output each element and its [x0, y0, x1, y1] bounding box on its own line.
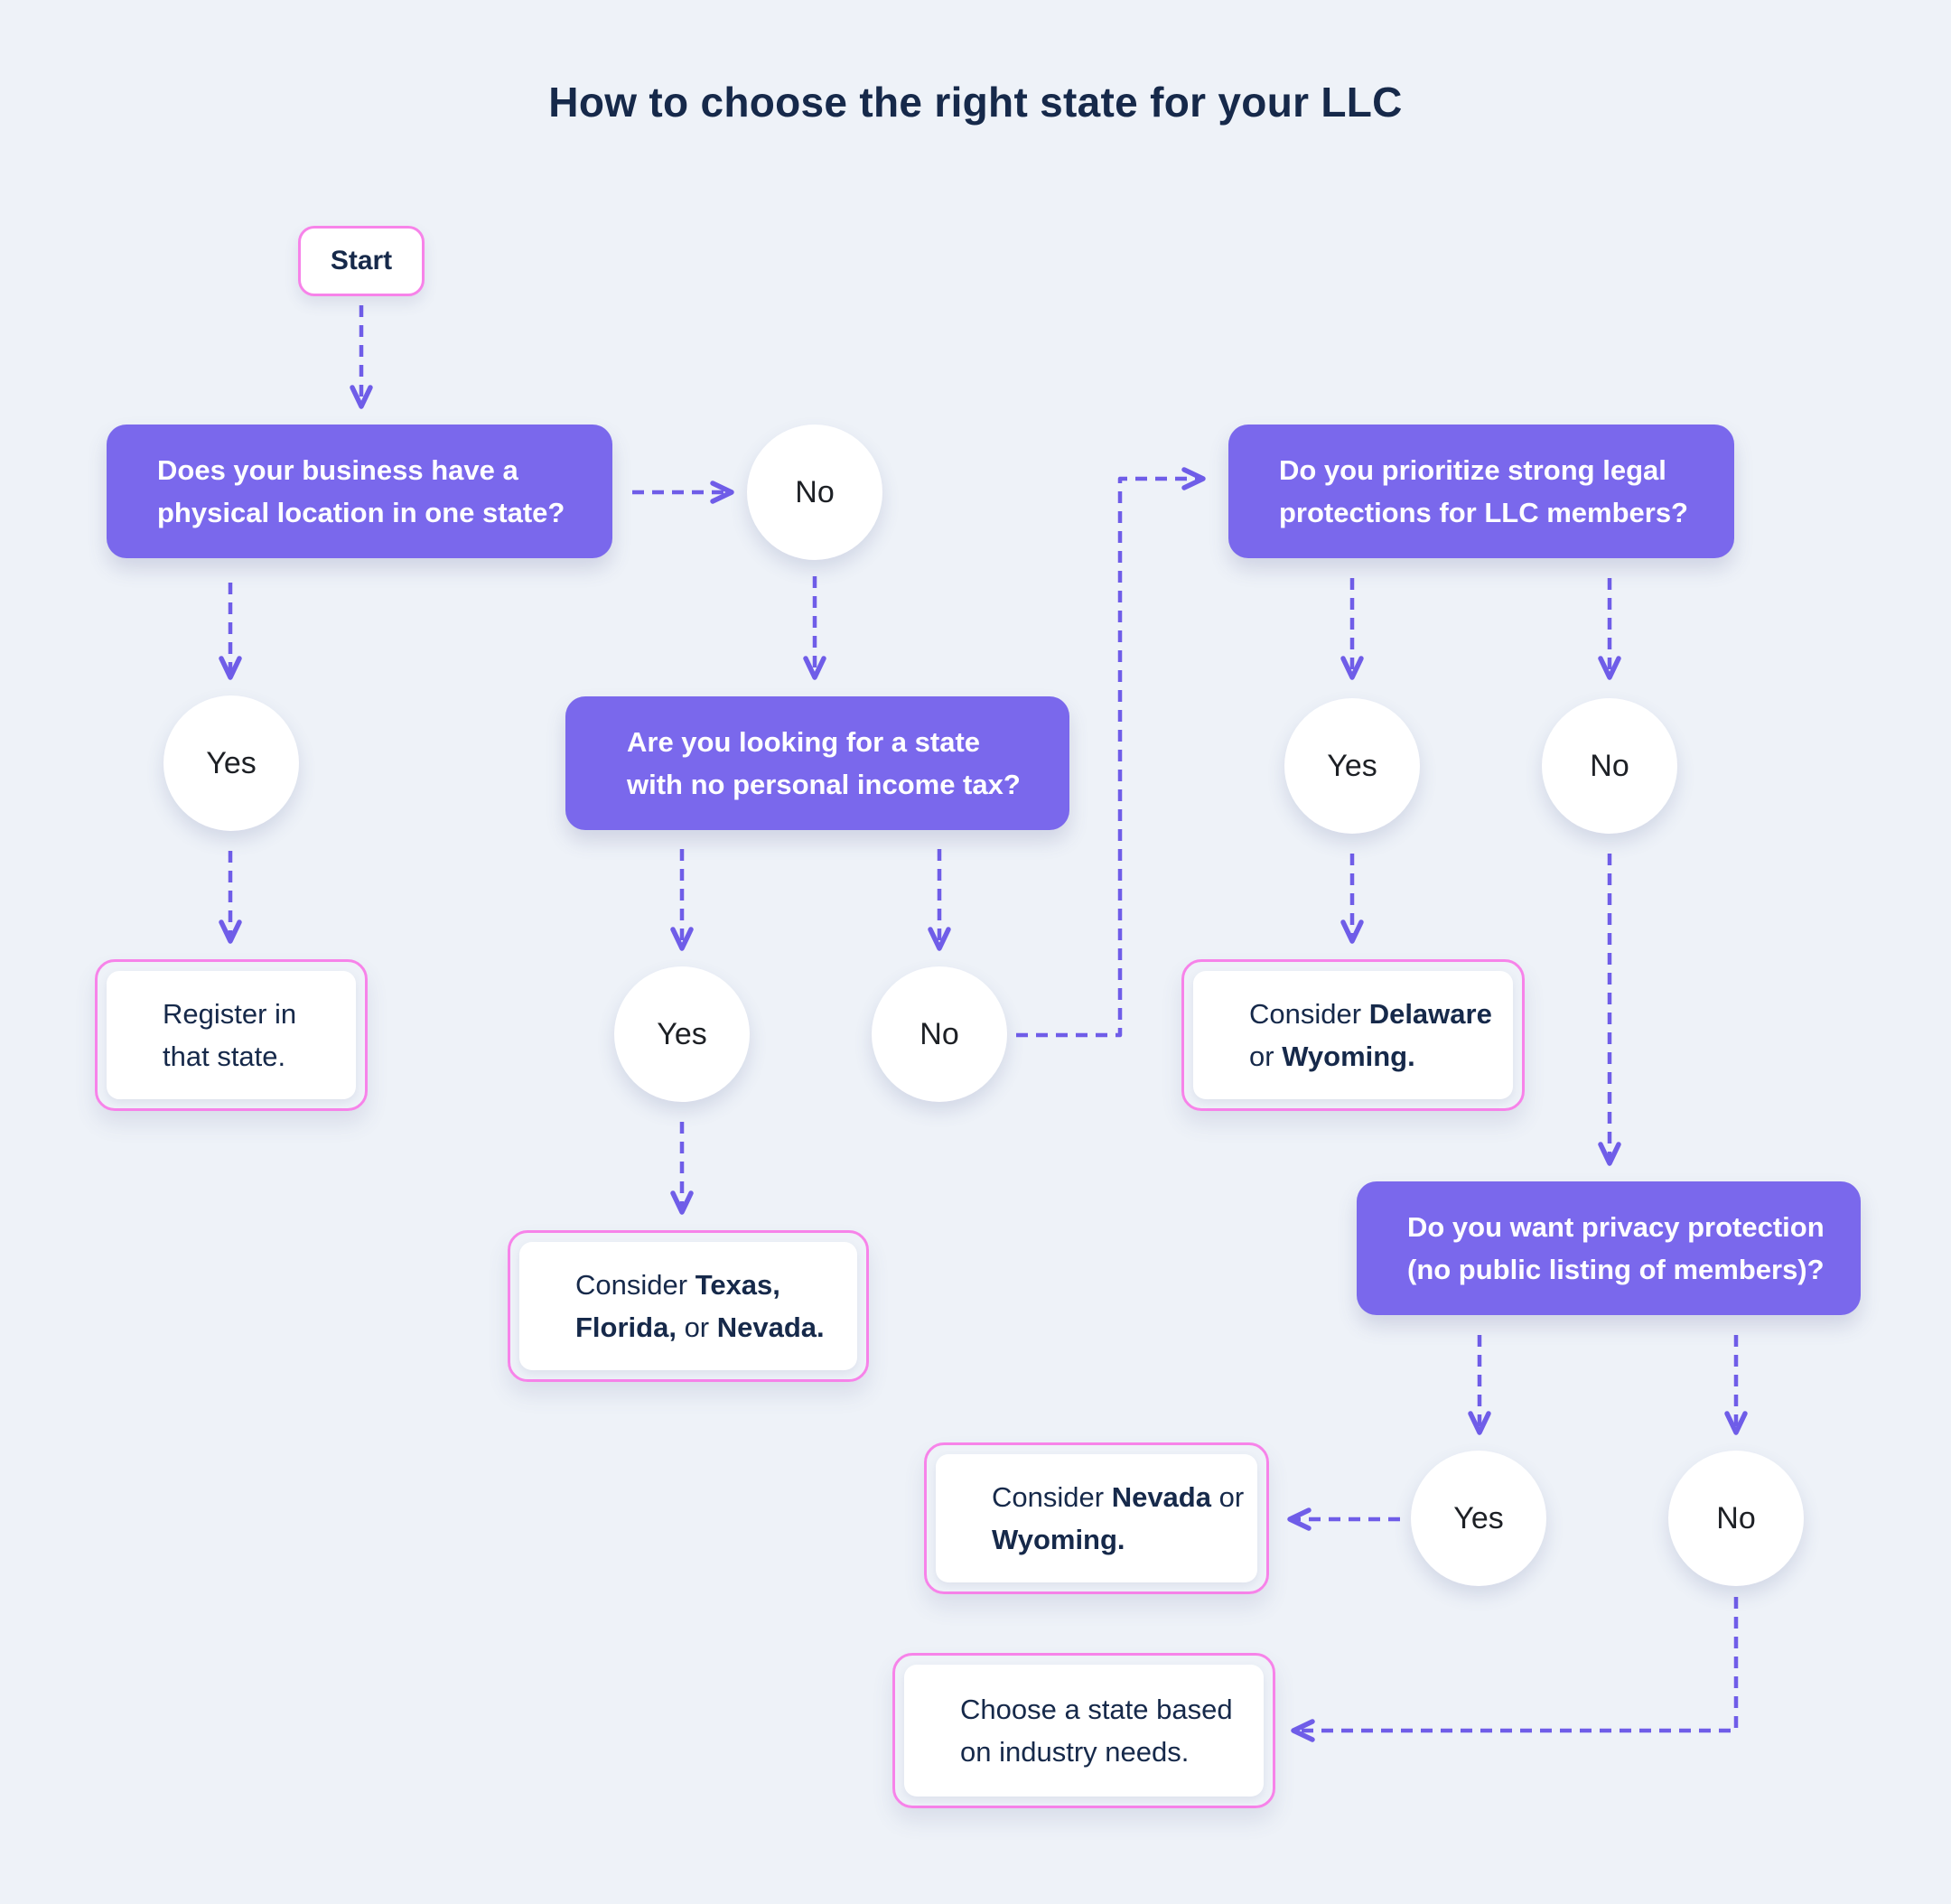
decision-label: No	[919, 1016, 959, 1051]
outcome-text-line: Florida, or Nevada.	[575, 1306, 857, 1349]
question-text-line: Does your business have a	[157, 454, 518, 486]
outcome-state: Nevada	[1111, 1481, 1211, 1513]
outcome-text: or	[1210, 1481, 1245, 1513]
outcome-state: Nevada.	[716, 1311, 825, 1343]
outcome-text-line: on industry needs.	[960, 1736, 1190, 1768]
outcome-text: or	[676, 1311, 717, 1343]
outcome-text-line: that state.	[163, 1041, 286, 1072]
start-label: Start	[330, 246, 393, 275]
decision-yes-right: Yes	[1284, 698, 1420, 834]
decision-no-top: No	[747, 425, 882, 560]
decision-label: Yes	[1327, 748, 1377, 783]
decision-label: No	[1716, 1500, 1756, 1535]
start-node: Start	[298, 226, 425, 296]
question-text-line: physical location in one state?	[157, 497, 565, 528]
outcome-text: Consider	[992, 1481, 1112, 1513]
question-text-line: with no personal income tax?	[627, 769, 1021, 800]
outcome-text-line: Consider Delaware	[1249, 993, 1513, 1035]
question-text-line: Do you want privacy protection	[1407, 1211, 1825, 1243]
decision-no-bottom: No	[1668, 1451, 1804, 1586]
outcome-text-line: Register in	[163, 998, 297, 1030]
outcome-register-in-state: Register in that state.	[95, 959, 368, 1111]
question-privacy-protection: Do you want privacy protection (no publi…	[1357, 1181, 1861, 1315]
outcome-card: Consider Nevada or Wyoming.	[936, 1454, 1257, 1582]
outcome-text-line: or Wyoming.	[1249, 1035, 1513, 1078]
question-text-line: protections for LLC members?	[1279, 497, 1688, 528]
decision-label: Yes	[657, 1016, 707, 1051]
outcome-card: Consider Texas, Florida, or Nevada.	[519, 1242, 857, 1370]
diagram-title: How to choose the right state for your L…	[548, 79, 1403, 126]
outcome-text-line: Choose a state based	[960, 1694, 1233, 1725]
outcome-text-line: Consider Nevada or	[992, 1476, 1257, 1518]
question-text-line: (no public listing of members)?	[1407, 1254, 1825, 1285]
outcome-text: Consider	[575, 1269, 695, 1301]
connector-no-to-legal-elbow	[1016, 467, 1206, 1038]
decision-label: Yes	[206, 745, 257, 780]
decision-label: No	[795, 474, 835, 509]
outcome-card: Consider Delaware or Wyoming.	[1193, 971, 1513, 1099]
outcome-state: Florida,	[575, 1311, 677, 1343]
outcome-industry-needs: Choose a state based on industry needs.	[892, 1653, 1275, 1808]
outcome-state: Wyoming.	[992, 1524, 1125, 1555]
outcome-state: Wyoming.	[1282, 1041, 1415, 1072]
question-physical-location: Does your business have a physical locat…	[107, 425, 612, 558]
question-text-line: Are you looking for a state	[627, 726, 981, 758]
outcome-card: Choose a state based on industry needs.	[904, 1665, 1264, 1797]
question-legal-protections: Do you prioritize strong legal protectio…	[1228, 425, 1734, 558]
outcome-nevada-wyoming: Consider Nevada or Wyoming.	[924, 1442, 1269, 1594]
outcome-text-line: Wyoming.	[992, 1518, 1257, 1561]
decision-no-right: No	[1542, 698, 1677, 834]
decision-label: No	[1590, 748, 1629, 783]
decision-yes-left: Yes	[163, 695, 299, 831]
decision-yes-bottom: Yes	[1411, 1451, 1546, 1586]
outcome-card: Register in that state.	[107, 971, 356, 1099]
question-income-tax: Are you looking for a state with no pers…	[565, 696, 1069, 830]
question-text-line: Do you prioritize strong legal	[1279, 454, 1666, 486]
outcome-state: Delaware	[1368, 998, 1492, 1030]
decision-no-mid: No	[872, 966, 1007, 1102]
outcome-text-line: Consider Texas,	[575, 1264, 857, 1306]
outcome-state: Texas,	[695, 1269, 780, 1301]
decision-label: Yes	[1453, 1500, 1504, 1535]
outcome-text: Consider	[1249, 998, 1369, 1030]
connector-no-to-choose-elbow	[1291, 1597, 1739, 1742]
outcome-delaware-wyoming: Consider Delaware or Wyoming.	[1181, 959, 1525, 1111]
outcome-text: or	[1249, 1041, 1283, 1072]
decision-yes-mid: Yes	[614, 966, 750, 1102]
outcome-texas-florida-nevada: Consider Texas, Florida, or Nevada.	[508, 1230, 869, 1382]
